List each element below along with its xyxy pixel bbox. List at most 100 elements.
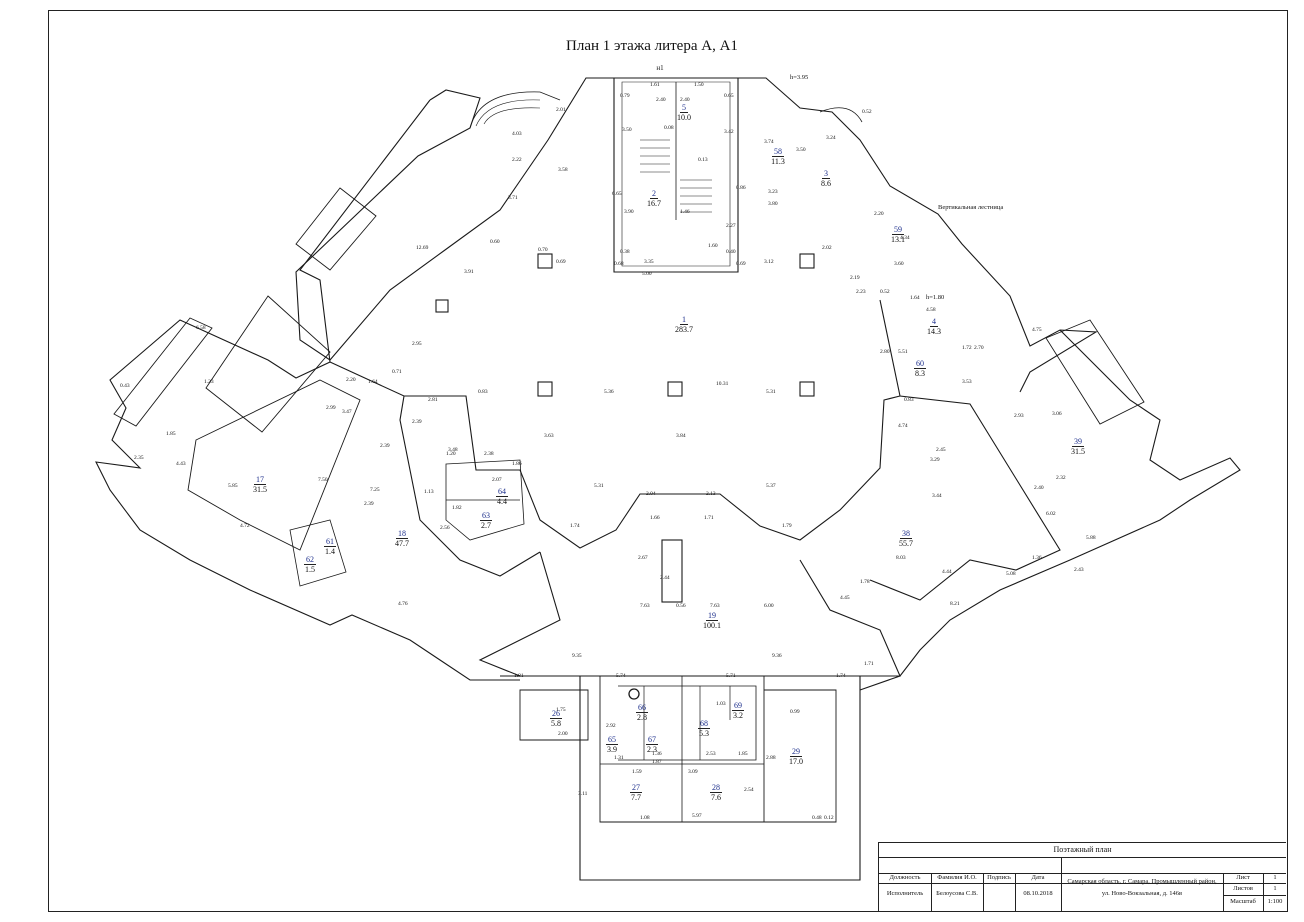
sheet-label: Лист: [1236, 874, 1250, 882]
dimension-label: 6.65: [612, 191, 622, 197]
dimension-label: 6.00: [764, 603, 774, 609]
dimension-label: 3.47: [342, 409, 352, 415]
col-position: Должность: [889, 874, 921, 882]
n1-text: н1: [656, 64, 664, 72]
left-wing-wall: [95, 99, 520, 681]
dimension-label: 2.44: [660, 575, 670, 581]
executor-name: Белоусова С.В.: [936, 890, 978, 898]
room-area: 2.3: [647, 745, 657, 754]
sheets-value: 1: [1273, 885, 1277, 893]
dimension-label: 6.02: [1046, 511, 1056, 517]
dimension-label: 1.36: [652, 751, 662, 757]
dimension-label: 5.00: [642, 271, 652, 277]
dimension-label: 1.85: [166, 431, 176, 437]
dimension-label: 9.35: [572, 653, 582, 659]
dimension-label: 2.20: [874, 211, 884, 217]
room-number: 69: [732, 701, 744, 711]
dimension-label: 2.88: [766, 755, 776, 761]
left-stair-block: [113, 317, 213, 427]
dimension-label: 5.36: [604, 389, 614, 395]
dimension-label: 0.60: [490, 239, 500, 245]
room-area: 7.7: [631, 793, 641, 802]
room-number: 27: [630, 783, 642, 793]
dimension-label: 5.71: [726, 673, 736, 679]
rooms-26: [519, 689, 589, 741]
room-number: 2: [650, 189, 658, 199]
room-number: 65: [606, 735, 618, 745]
dimension-label: 4.43: [176, 461, 186, 467]
dimension-label: 1.50: [694, 82, 704, 88]
dimension-label: 1.85: [738, 751, 748, 757]
room-number: 17: [254, 475, 266, 485]
dimension-label: 0.86: [736, 185, 746, 191]
dimension-label: 3.80: [768, 201, 778, 207]
room-number: 68: [698, 719, 710, 729]
dimension-label: 4.03: [512, 131, 522, 137]
role-value: Исполнитель: [886, 890, 924, 898]
dimension-label: 4.58: [926, 307, 936, 313]
dimension-label: 5.88: [1086, 535, 1096, 541]
dimension-label: 3.44: [932, 493, 942, 499]
right-wing-inner: [869, 299, 1061, 601]
dimension-label: 1.64: [368, 379, 378, 385]
dimension-label: 2.01: [556, 107, 566, 113]
room-number: 18: [396, 529, 408, 539]
dimension-label: 2.95: [412, 341, 422, 347]
sheet-frame: [48, 10, 1288, 912]
room-number: 61: [324, 537, 336, 547]
dimension-label: 1.03: [716, 701, 726, 707]
room-area: 7.6: [711, 793, 721, 802]
dimension-label: 1.46: [680, 209, 690, 215]
dimension-label: 1.61: [650, 82, 660, 88]
address-line-2: ул. Ново-Вокзальная, д. 146в: [1101, 890, 1183, 898]
room-number: 60: [914, 359, 926, 369]
dimension-label: 2.39: [364, 501, 374, 507]
dimension-label: 0.52: [880, 289, 890, 295]
dimension-label: 0.40: [726, 249, 736, 255]
dimension-label: 2.22: [512, 157, 522, 163]
dimension-label: 3.90: [624, 209, 634, 215]
dimension-label: 9.36: [772, 653, 782, 659]
dimension-label: 0.99: [790, 709, 800, 715]
dimension-label: 2.00: [558, 731, 568, 737]
dimension-label: 2.39: [412, 419, 422, 425]
dimension-label: 5.51: [898, 349, 908, 355]
dimension-label: 0.71: [392, 369, 402, 375]
n1-label: н1: [644, 58, 676, 74]
curved-stair-right: [819, 107, 863, 123]
dimension-label: 1.74: [570, 523, 580, 529]
dimension-label: 0.70: [538, 247, 548, 253]
dimension-label: 12.69: [416, 245, 429, 251]
dimension-label: 2.20: [346, 377, 356, 383]
dimension-label: 3.06: [1052, 411, 1062, 417]
room-number: 63: [480, 511, 492, 521]
rooms-63-64: [445, 459, 525, 541]
dimension-label: 1.64: [910, 295, 920, 301]
lower-block: [500, 675, 861, 881]
dimension-label: 0.38: [620, 249, 630, 255]
right-wing-wall: [859, 329, 1241, 691]
dimension-label: 2.39: [380, 443, 390, 449]
dimension-label: 3.60: [894, 261, 904, 267]
curved-stair: [469, 91, 561, 129]
dimension-label: 8.03: [896, 555, 906, 561]
date-value: 08.10.2018: [1023, 890, 1053, 898]
title-block: Поэтажный план Должность Фамилия И.О. По…: [878, 842, 1286, 912]
dimension-label: 2.04: [646, 491, 656, 497]
dimension-label: 1.79: [782, 523, 792, 529]
room-number: 58: [772, 147, 784, 157]
room-area: 47.7: [395, 539, 409, 548]
room-number: 64: [496, 487, 508, 497]
dimension-label: 1.59: [632, 769, 642, 775]
room-number: 5: [680, 103, 688, 113]
dimension-label: 2.13: [706, 491, 716, 497]
dimension-label: 5.85: [228, 483, 238, 489]
dimension-label: 0.79: [620, 93, 630, 99]
